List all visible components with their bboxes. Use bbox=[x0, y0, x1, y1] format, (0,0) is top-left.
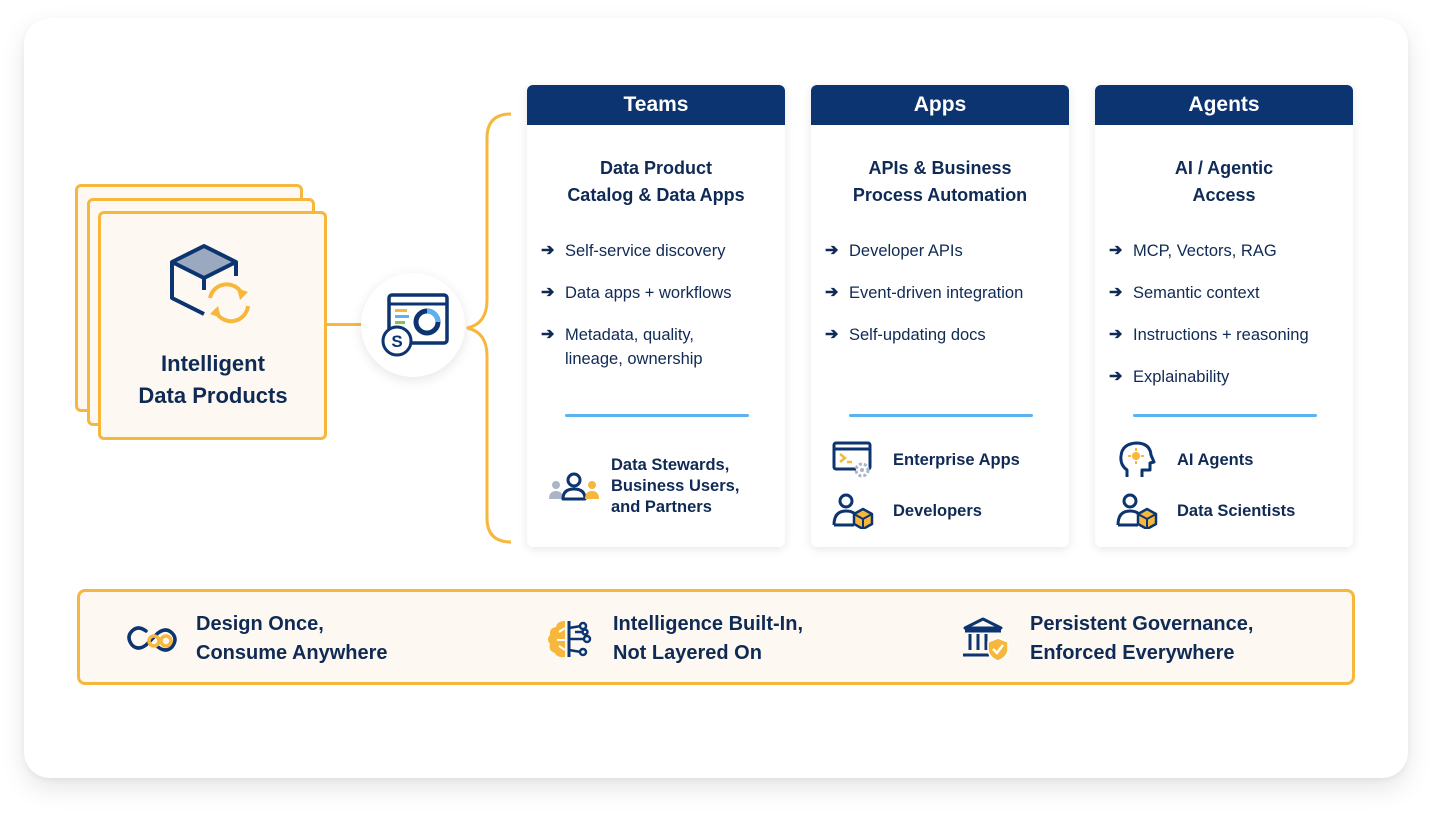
list-item: ➔ Data apps + workflows bbox=[541, 281, 777, 305]
feature-list: ➔ Self-service discovery ➔ Data apps + wor… bbox=[541, 239, 777, 389]
audience-item: Enterprise Apps bbox=[831, 440, 1020, 480]
feature-list: ➔ MCP, Vectors, RAG ➔ Semantic context ➔ In… bbox=[1109, 239, 1345, 407]
pillar-text-line1: Persistent Governance, bbox=[1030, 613, 1254, 635]
list-item: ➔ Event-driven integration bbox=[825, 281, 1061, 305]
brain-circuit-icon bbox=[539, 611, 599, 667]
pillar-text: Persistent Governance, Enforced Everywhe… bbox=[1030, 610, 1253, 668]
pillar-text: Intelligence Built-In, Not Layered On bbox=[613, 610, 803, 668]
column-divider bbox=[565, 414, 749, 417]
arrow-right-icon: ➔ bbox=[541, 284, 555, 301]
pillar-text-line2: Consume Anywhere bbox=[196, 642, 388, 664]
list-item-text: Instructions + reasoning bbox=[1133, 326, 1309, 344]
connector-line bbox=[326, 323, 364, 326]
list-item: ➔ Self-service discovery bbox=[541, 239, 777, 263]
list-item: ➔ Explainability bbox=[1109, 365, 1345, 389]
arrow-right-icon: ➔ bbox=[1109, 242, 1123, 259]
list-item: ➔ Semantic context bbox=[1109, 281, 1345, 305]
principles-band: Design Once, Consume Anywhere Intelligen… bbox=[77, 589, 1355, 685]
list-item-text: Metadata, quality, bbox=[565, 326, 695, 344]
subtitle-line1: Data Product bbox=[599, 158, 713, 178]
column-header: Apps bbox=[811, 85, 1069, 125]
arrow-right-icon: ➔ bbox=[1109, 368, 1123, 385]
subtitle-line1: APIs & Business bbox=[868, 158, 1012, 178]
arrow-right-icon: ➔ bbox=[541, 326, 555, 343]
audience-item: Developers bbox=[831, 491, 982, 531]
list-item-text: Self-service discovery bbox=[565, 242, 726, 260]
column-subtitle: Data Product Catalog & Data Apps bbox=[527, 155, 785, 209]
governance-shield-icon bbox=[956, 611, 1016, 667]
pillar-text-line1: Design Once, bbox=[196, 613, 324, 635]
list-item: ➔ Metadata, quality, lineage, ownership bbox=[541, 323, 777, 371]
column-header: Agents bbox=[1095, 85, 1353, 125]
semantic-hub: S bbox=[361, 273, 465, 377]
pillar-intelligence: Intelligence Built-In, Not Layered On bbox=[539, 610, 803, 668]
audience-label: Developers bbox=[893, 501, 982, 520]
audience-item: Data Stewards, Business Users, and Partn… bbox=[547, 455, 739, 518]
arrow-right-icon: ➔ bbox=[825, 284, 839, 301]
list-item: ➔ Developer APIs bbox=[825, 239, 1061, 263]
list-item-text: Explainability bbox=[1133, 368, 1230, 386]
list-item-text: Self-updating docs bbox=[849, 326, 986, 344]
infinity-link-icon bbox=[122, 611, 182, 667]
audience-label-line1: Data Stewards, bbox=[611, 456, 730, 474]
pillar-text-line2: Not Layered On bbox=[613, 642, 762, 664]
column-divider bbox=[1133, 414, 1317, 417]
list-item-text: MCP, Vectors, RAG bbox=[1133, 242, 1277, 260]
users-group-icon bbox=[547, 467, 601, 507]
terminal-window-icon bbox=[831, 440, 875, 480]
column-subtitle: APIs & Business Process Automation bbox=[811, 155, 1069, 209]
audience-label-line2: Business Users, bbox=[611, 477, 740, 495]
arrow-right-icon: ➔ bbox=[541, 242, 555, 259]
audience-label-line3: and Partners bbox=[611, 498, 712, 516]
audience-label: AI Agents bbox=[1177, 450, 1254, 469]
audience-label: Data Stewards, Business Users, and Partn… bbox=[611, 455, 739, 518]
pillar-text-line2: Enforced Everywhere bbox=[1030, 642, 1235, 664]
list-item-text: Event-driven integration bbox=[849, 284, 1024, 302]
product-title-line2: Data Products bbox=[138, 383, 288, 408]
pillar-text: Design Once, Consume Anywhere bbox=[196, 610, 388, 668]
feature-list: ➔ Developer APIs ➔ Event-driven integratio… bbox=[825, 239, 1061, 365]
product-title-line1: Intelligent bbox=[161, 351, 265, 376]
list-item-text: Semantic context bbox=[1133, 284, 1260, 302]
list-item-text: Data apps + workflows bbox=[565, 284, 732, 302]
audience-label: Enterprise Apps bbox=[893, 450, 1020, 469]
developer-icon bbox=[831, 491, 875, 531]
arrow-right-icon: ➔ bbox=[825, 242, 839, 259]
list-item: ➔ Self-updating docs bbox=[825, 323, 1061, 347]
column-apps: Apps APIs & Business Process Automation … bbox=[811, 85, 1069, 547]
pillar-text-line1: Intelligence Built-In, bbox=[613, 613, 804, 635]
pillar-governance: Persistent Governance, Enforced Everywhe… bbox=[956, 610, 1253, 668]
audience-label: Data Scientists bbox=[1177, 501, 1296, 520]
pillar-design-once: Design Once, Consume Anywhere bbox=[122, 610, 388, 668]
arrow-right-icon: ➔ bbox=[1109, 284, 1123, 301]
list-item: ➔ Instructions + reasoning bbox=[1109, 323, 1345, 347]
column-header: Teams bbox=[527, 85, 785, 125]
arrow-right-icon: ➔ bbox=[1109, 326, 1123, 343]
list-item-text: Developer APIs bbox=[849, 242, 963, 260]
list-item: ➔ MCP, Vectors, RAG bbox=[1109, 239, 1345, 263]
arrow-right-icon: ➔ bbox=[825, 326, 839, 343]
dashboard-dollar-icon: S bbox=[381, 293, 449, 357]
column-agents: Agents AI / Agentic Access ➔ MCP, Vectors… bbox=[1095, 85, 1353, 547]
fan-out-bracket bbox=[463, 110, 513, 551]
subtitle-line2: Process Automation bbox=[852, 185, 1028, 205]
subtitle-line1: AI / Agentic bbox=[1174, 158, 1274, 178]
list-item-text-line2: lineage, ownership bbox=[565, 350, 703, 368]
data-scientist-icon bbox=[1115, 491, 1159, 531]
audience-item: AI Agents bbox=[1115, 440, 1253, 480]
cube-refresh-icon bbox=[166, 242, 258, 333]
column-subtitle: AI / Agentic Access bbox=[1095, 155, 1353, 209]
product-title: Intelligent Data Products bbox=[100, 348, 326, 412]
ai-head-icon bbox=[1115, 440, 1159, 480]
column-teams: Teams Data Product Catalog & Data Apps ➔… bbox=[527, 85, 785, 547]
column-divider bbox=[849, 414, 1033, 417]
svg-text:S: S bbox=[391, 332, 402, 351]
subtitle-line2: Access bbox=[1192, 185, 1256, 205]
audience-item: Data Scientists bbox=[1115, 491, 1295, 531]
subtitle-line2: Catalog & Data Apps bbox=[567, 185, 745, 205]
